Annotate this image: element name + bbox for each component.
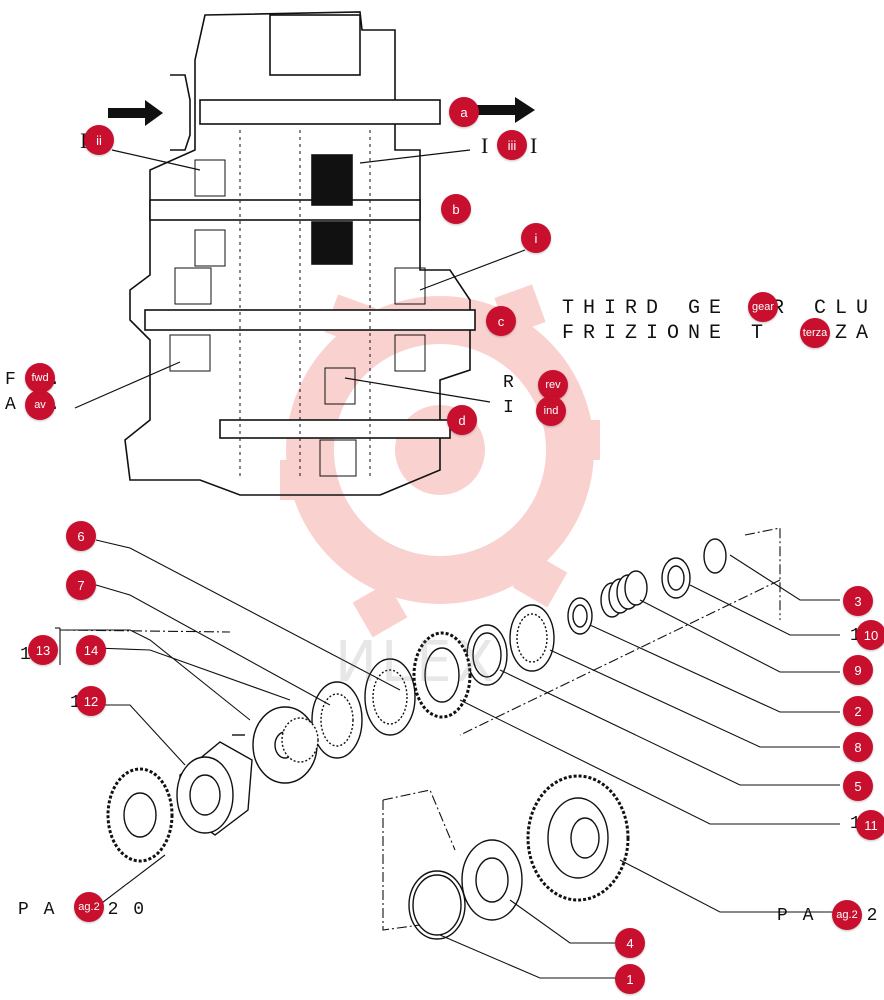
callout-iii[interactable]: iii <box>497 130 527 160</box>
callout-d[interactable]: d <box>447 405 477 435</box>
transmission-cross-section <box>124 11 476 496</box>
callout-fwd[interactable]: fwd <box>25 363 55 393</box>
callout-3[interactable]: 3 <box>843 586 873 616</box>
roman-numeral-right-2: I <box>530 133 538 158</box>
callout-i[interactable]: i <box>521 223 551 253</box>
callout-ii[interactable]: ii <box>84 125 114 155</box>
prefix-10: 1 <box>850 626 861 646</box>
callout-av[interactable]: av <box>25 390 55 420</box>
callout-ind[interactable]: ind <box>536 396 566 426</box>
callout-11[interactable]: 11 <box>856 810 884 840</box>
callout-7[interactable]: 7 <box>66 570 96 600</box>
prefix-13: 1 <box>20 645 31 665</box>
roman-numeral-right-1: I <box>481 133 489 158</box>
callout-6[interactable]: 6 <box>66 521 96 551</box>
callout-gear[interactable]: gear <box>748 292 778 322</box>
callout-pag2-left[interactable]: ag.2 <box>74 892 104 922</box>
flow-arrows <box>108 97 535 126</box>
callout-a[interactable]: a <box>449 97 479 127</box>
callout-8[interactable]: 8 <box>843 732 873 762</box>
prefix-12: 1 <box>70 693 81 713</box>
callout-rev[interactable]: rev <box>538 370 568 400</box>
callout-10[interactable]: 10 <box>856 620 884 650</box>
callout-12[interactable]: 12 <box>76 686 106 716</box>
third-gear-label-en: THIRD GE R CLU <box>562 297 878 320</box>
callout-14[interactable]: 14 <box>76 635 106 665</box>
callout-c[interactable]: c <box>486 306 516 336</box>
prefix-11: 1 <box>850 814 861 834</box>
callout-2[interactable]: 2 <box>843 696 873 726</box>
callout-1[interactable]: 1 <box>615 964 645 994</box>
callout-9[interactable]: 9 <box>843 655 873 685</box>
callout-4[interactable]: 4 <box>615 928 645 958</box>
pag-left-label: P A 2 0 <box>18 900 147 920</box>
roman-numeral-left: I <box>80 128 87 154</box>
callout-terza[interactable]: terza <box>800 318 830 348</box>
callout-b[interactable]: b <box>441 194 471 224</box>
callout-pag2-right[interactable]: ag.2 <box>832 900 862 930</box>
callout-13[interactable]: 13 <box>28 635 58 665</box>
pag-right-label: P A 2 <box>777 906 880 926</box>
watermark-text: ИLЕХ <box>335 630 498 695</box>
callout-5[interactable]: 5 <box>843 771 873 801</box>
